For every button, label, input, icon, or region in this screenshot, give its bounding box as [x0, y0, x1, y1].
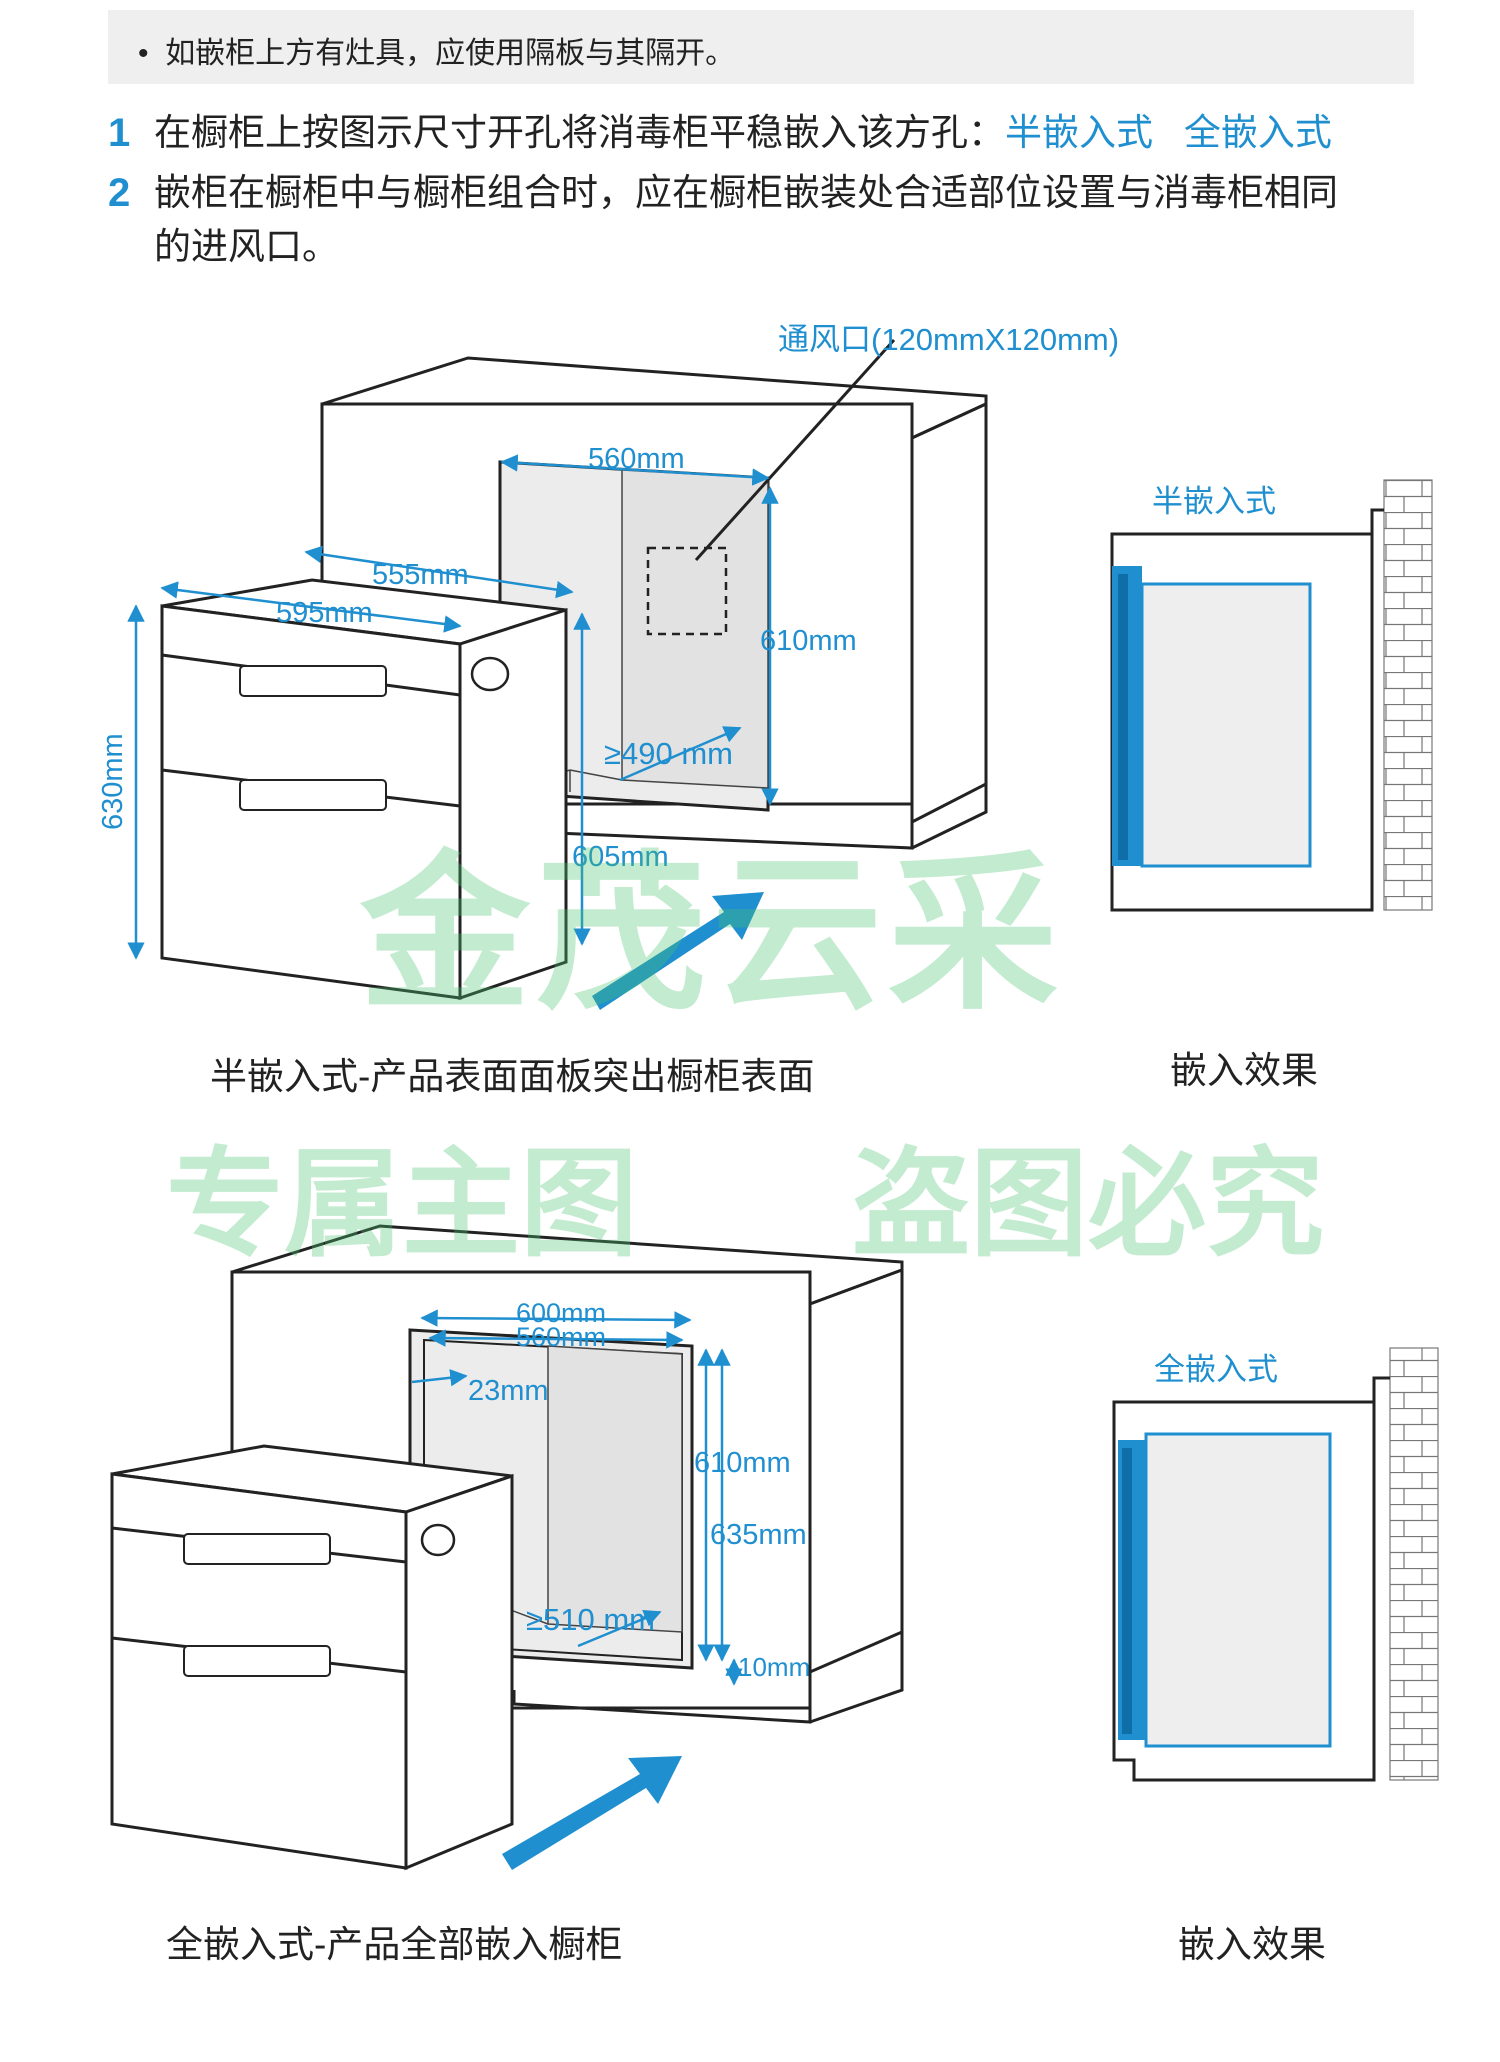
label-600: 600mm: [516, 1298, 606, 1328]
watermark-brand: 金茂云采: [360, 836, 1065, 1034]
note-bullet: •: [138, 37, 149, 70]
caption-full: 全嵌入式-产品全部嵌入橱柜: [166, 1924, 623, 1965]
label-630: 630mm: [97, 733, 129, 830]
semi-effect-diagram: [1110, 479, 1433, 912]
label-605: 605mm: [572, 841, 669, 873]
label-vent: 通风口(120mmX120mm): [778, 322, 1119, 357]
full-dimension-lines: [411, 1309, 743, 1686]
watermark-slogan-b: 盗图必究: [852, 1135, 1325, 1273]
label-560-semi: 560mm: [588, 443, 685, 475]
step-2-line-1: 嵌柜在橱柜中与橱柜组合时，应在橱柜嵌装处合适部位设置与消毒柜相同: [154, 172, 1338, 213]
label-555: 555mm: [372, 559, 469, 591]
step-1-text: 在橱柜上按图示尺寸开孔将消毒柜平稳嵌入该方孔：: [154, 112, 1005, 153]
note-bar: • 如嵌柜上方有灶具，应使用隔板与其隔开。: [108, 10, 1414, 84]
label-semi-effect: 半嵌入式: [1152, 484, 1276, 519]
caption-semi: 半嵌入式-产品表面面板突出橱柜表面: [210, 1056, 815, 1097]
label-23: 23mm: [468, 1375, 549, 1407]
label-635: 635mm: [710, 1519, 807, 1551]
label-full-effect: 全嵌入式: [1154, 1352, 1278, 1387]
label-610-semi: 610mm: [760, 625, 857, 657]
full-appliance: [110, 1444, 514, 1871]
step-2-number: 2: [108, 171, 131, 215]
label-10: 10mm: [738, 1652, 810, 1682]
semi-dimension-lines: [127, 454, 779, 960]
watermark-slogan-a: 专属主图: [166, 1135, 639, 1273]
vent-opening: [646, 546, 728, 636]
full-insert-arrow: [502, 1756, 682, 1870]
label-490: ≥490 mm: [604, 736, 733, 771]
step-2-line-2: 的进风口。: [154, 226, 339, 267]
step-1-highlight-semi: 半嵌入式: [1005, 112, 1153, 153]
note-text: 如嵌柜上方有灶具，应使用隔板与其隔开。: [165, 37, 736, 70]
label-560-full: 560mm: [516, 1322, 606, 1352]
full-effect-diagram: [1112, 1347, 1439, 1782]
label-510: ≥510 mm: [526, 1602, 655, 1637]
semi-insert-arrow: [592, 892, 764, 1010]
step-1-highlight-full: 全嵌入式: [1183, 112, 1332, 153]
caption-semi-effect: 嵌入效果: [1170, 1050, 1318, 1091]
step-1-number: 1: [108, 111, 131, 155]
label-595: 595mm: [276, 597, 373, 629]
caption-full-effect: 嵌入效果: [1178, 1924, 1326, 1965]
label-610-full: 610mm: [694, 1447, 791, 1479]
